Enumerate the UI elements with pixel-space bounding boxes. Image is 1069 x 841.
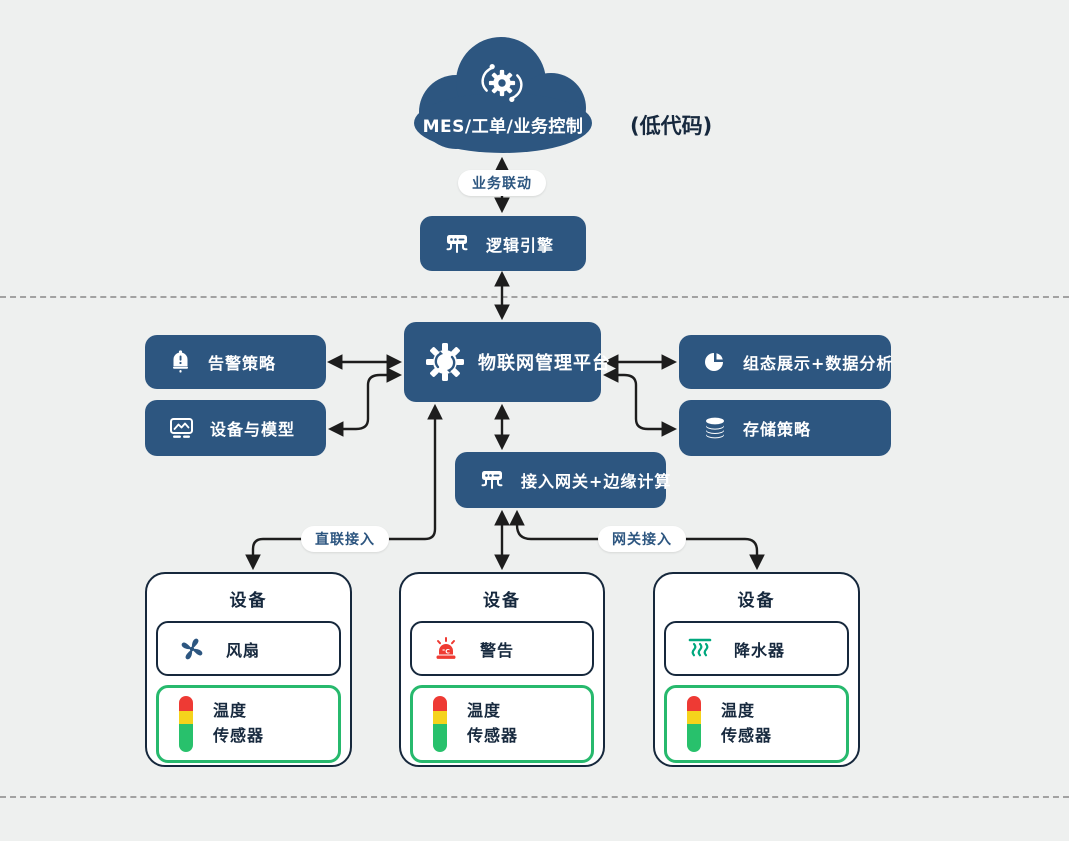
node-scada-analytics: 组态展示+数据分析 bbox=[679, 335, 894, 389]
sensor-label-line1: 温度 bbox=[467, 701, 502, 721]
component-label: 降水器 bbox=[734, 640, 786, 660]
stack-light-icon bbox=[687, 696, 701, 752]
gateway-icon bbox=[479, 467, 505, 493]
sensor-label-line2: 传感器 bbox=[721, 726, 773, 745]
device-title: 设备 bbox=[483, 591, 521, 611]
node-label: 逻辑引擎 bbox=[486, 235, 555, 255]
sensor-label-line2: 传感器 bbox=[213, 726, 265, 745]
node-alert-policy: 告警策略 bbox=[145, 335, 326, 389]
node-iot-platform: 物联网管理平台 bbox=[404, 322, 610, 402]
business-link-pill: 业务联动 bbox=[458, 170, 546, 196]
dashed-divider-top bbox=[0, 296, 1069, 298]
dashed-divider-bottom bbox=[0, 796, 1069, 798]
sensor-box: 温度 传感器 bbox=[156, 685, 341, 763]
node-device-model: 设备与模型 bbox=[145, 400, 326, 456]
node-logic-engine: 逻辑引擎 bbox=[420, 216, 586, 271]
node-label: 组态展示+数据分析 bbox=[743, 354, 894, 373]
component-box-fan: 风扇 bbox=[156, 621, 341, 676]
pie-chart-icon bbox=[703, 350, 727, 374]
gateway-access-pill: 网关接入 bbox=[598, 526, 686, 552]
gateway-icon bbox=[444, 231, 470, 257]
node-label: 设备与模型 bbox=[210, 420, 296, 439]
device-title: 设备 bbox=[229, 591, 268, 611]
alarm-bell-icon bbox=[169, 350, 192, 374]
fan-icon bbox=[178, 635, 206, 663]
node-storage-policy: 存储策略 bbox=[679, 400, 891, 456]
iot-gear-icon bbox=[426, 343, 464, 381]
component-box-alarm: °C 警告 bbox=[410, 621, 594, 676]
sensor-box: 温度 传感器 bbox=[410, 685, 594, 763]
automation-gear-icon bbox=[481, 64, 523, 102]
node-label: 告警策略 bbox=[208, 354, 277, 373]
business-link-label: 业务联动 bbox=[472, 176, 532, 192]
node-label: 存储策略 bbox=[743, 420, 812, 439]
stack-light-icon bbox=[433, 696, 447, 752]
component-box-sprinkler: 降水器 bbox=[664, 621, 849, 676]
cloud-label: MES/工单/业务控制 bbox=[422, 117, 584, 137]
device-title: 设备 bbox=[737, 591, 776, 611]
device-model-icon bbox=[169, 416, 194, 440]
device-card-fan: 设备 风扇 温度 传感器 bbox=[145, 572, 352, 767]
direct-access-label: 直联接入 bbox=[315, 532, 375, 548]
direct-access-pill: 直联接入 bbox=[301, 526, 389, 552]
low-code-note: (低代码) bbox=[630, 114, 713, 138]
sensor-label-line2: 传感器 bbox=[467, 726, 519, 745]
node-access-gateway: 接入网关+边缘计算 bbox=[455, 452, 670, 508]
sensor-label: 温度 传感器 bbox=[213, 699, 264, 749]
sensor-label-line1: 温度 bbox=[213, 701, 248, 721]
alarm-siren-icon: °C bbox=[432, 635, 460, 663]
component-label: 警告 bbox=[480, 640, 515, 660]
sensor-label-line1: 温度 bbox=[721, 701, 756, 721]
sensor-label: 温度 传感器 bbox=[467, 699, 518, 749]
node-label: 物联网管理平台 bbox=[478, 353, 611, 374]
component-label: 风扇 bbox=[226, 640, 261, 660]
database-icon bbox=[703, 416, 727, 440]
sensor-label: 温度 传感器 bbox=[721, 699, 772, 749]
stack-light-icon bbox=[179, 696, 193, 752]
device-card-sprinkler: 设备 降水器 温度 传感器 bbox=[653, 572, 860, 767]
sprinkler-icon bbox=[686, 635, 714, 663]
gateway-access-label: 网关接入 bbox=[612, 532, 672, 548]
device-card-alarm: 设备 °C 警告 温度 传感器 bbox=[399, 572, 605, 767]
node-label: 接入网关+边缘计算 bbox=[521, 472, 672, 491]
sensor-box: 温度 传感器 bbox=[664, 685, 849, 763]
svg-text:°C: °C bbox=[442, 647, 450, 655]
